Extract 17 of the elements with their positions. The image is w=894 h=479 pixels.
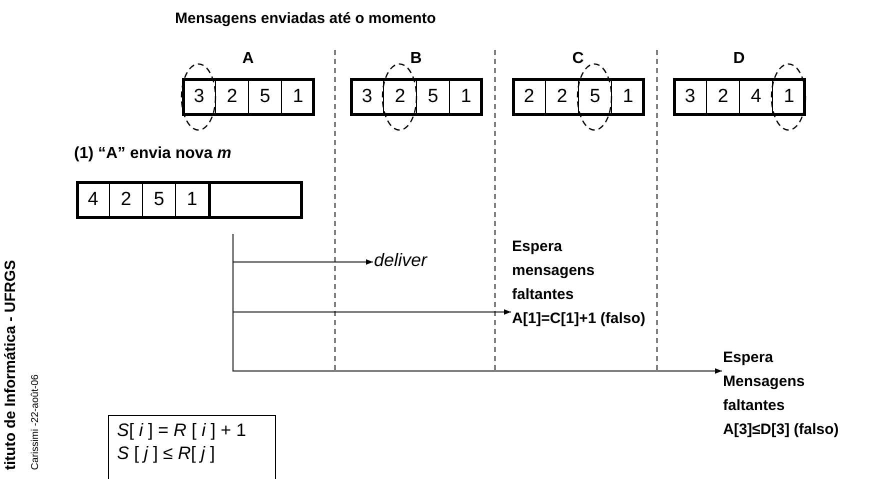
institution-label: tituto de Informática - UFRGS	[2, 260, 20, 470]
process-label: C	[571, 50, 585, 68]
note-text: A[3]≤D[3] (falso)	[723, 420, 840, 440]
arrow	[232, 234, 722, 374]
note-text: Espera Mensagens faltantes	[723, 348, 806, 416]
process-label: A	[241, 50, 255, 68]
author-date-label: Carissimi -22-août-06	[30, 374, 42, 470]
formula: S[ i ] = R [ i ] + 1	[117, 419, 248, 442]
formula: S [ j ] ≤ R[ j ]	[117, 442, 216, 465]
process-label: D	[732, 50, 746, 68]
step-heading: (1) “A” envia nova m	[74, 145, 232, 163]
note-text: Espera mensagens faltantes	[512, 237, 596, 305]
title: Mensagens enviadas até o momento	[175, 10, 436, 27]
action-label: deliver	[374, 250, 428, 271]
formula-box	[108, 415, 276, 479]
note-text: A[1]=C[1]+1 (falso)	[512, 309, 646, 329]
process-label: B	[409, 50, 423, 68]
